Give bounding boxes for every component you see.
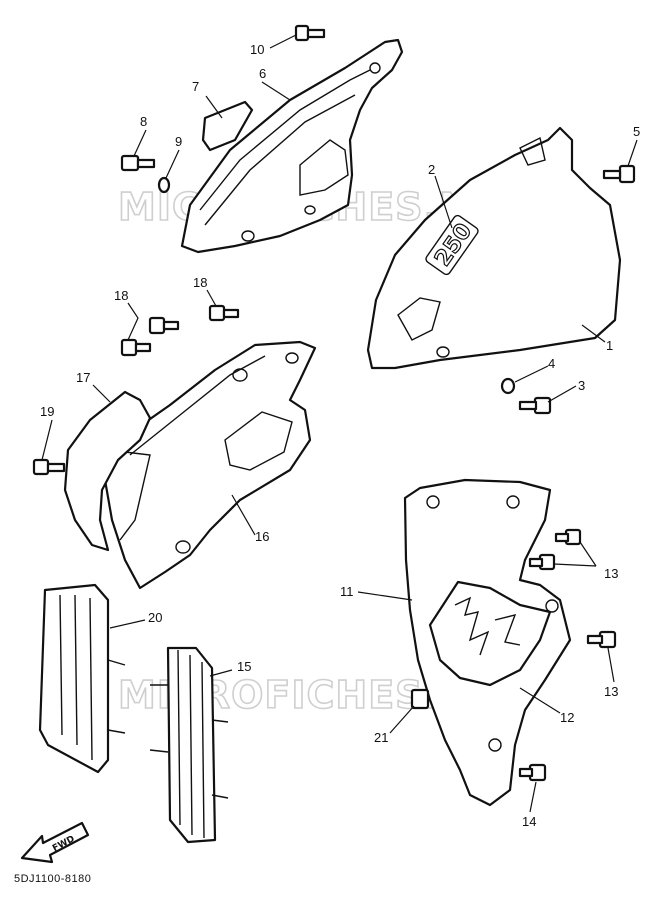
leader-lines bbox=[41, 34, 638, 813]
callout-14: 14 bbox=[522, 814, 536, 829]
callout-3: 3 bbox=[578, 378, 585, 393]
side-cover-left-part[interactable] bbox=[180, 38, 404, 254]
callout-4: 4 bbox=[548, 356, 555, 371]
bolt-part-18-b[interactable] bbox=[120, 338, 152, 357]
bolt-part-19[interactable] bbox=[32, 458, 66, 476]
washer-part-4[interactable] bbox=[500, 377, 516, 395]
radiator-shroud-left-part[interactable] bbox=[103, 340, 317, 590]
callout-6: 6 bbox=[259, 66, 266, 81]
callout-15: 15 bbox=[237, 659, 251, 674]
bolt-part-18-a[interactable] bbox=[148, 316, 180, 335]
bolt-part-13-c[interactable] bbox=[586, 630, 617, 649]
callout-12: 12 bbox=[560, 710, 574, 725]
callout-2: 2 bbox=[428, 162, 435, 177]
callout-13-top: 13 bbox=[604, 566, 618, 581]
callout-9: 9 bbox=[175, 134, 182, 149]
bolt-part-3[interactable] bbox=[518, 396, 552, 415]
callout-1: 1 bbox=[606, 338, 613, 353]
callout-5: 5 bbox=[633, 124, 640, 139]
bolt-part-8[interactable] bbox=[120, 154, 156, 172]
pad-part-7[interactable] bbox=[201, 100, 254, 152]
bolt-part-13-a[interactable] bbox=[554, 528, 582, 546]
callout-16: 16 bbox=[255, 529, 269, 544]
callout-13-bottom: 13 bbox=[604, 684, 618, 699]
clip-part-21[interactable] bbox=[410, 688, 430, 710]
callouts: 10 6 7 8 9 2 5 1 4 3 18 18 17 19 16 11 1… bbox=[40, 42, 640, 829]
callout-17: 17 bbox=[76, 370, 90, 385]
bolt-part-10[interactable] bbox=[294, 24, 326, 42]
callout-10: 10 bbox=[250, 42, 264, 57]
washer-part-9[interactable] bbox=[157, 176, 171, 194]
radiator-louver-part-15[interactable] bbox=[149, 646, 229, 844]
bolt-part-14[interactable] bbox=[518, 763, 547, 782]
callout-20: 20 bbox=[148, 610, 162, 625]
bolt-part-18-c[interactable] bbox=[208, 304, 240, 322]
diagram-code: 5DJ1100-8180 bbox=[14, 873, 92, 885]
callout-18-left: 18 bbox=[114, 288, 128, 303]
bolt-part-5[interactable] bbox=[602, 164, 636, 184]
callout-7: 7 bbox=[192, 79, 199, 94]
fwd-arrow-icon: FWD bbox=[20, 821, 90, 864]
bolt-part-13-b[interactable] bbox=[528, 553, 556, 571]
callout-21: 21 bbox=[374, 730, 388, 745]
callout-11: 11 bbox=[340, 584, 354, 599]
radiator-guard-part-20[interactable] bbox=[38, 583, 126, 774]
callout-18-right: 18 bbox=[193, 275, 207, 290]
inner-panel-part-17[interactable] bbox=[63, 390, 152, 552]
callout-19: 19 bbox=[40, 404, 54, 419]
side-cover-right-part[interactable]: 250 bbox=[366, 126, 622, 370]
callout-8: 8 bbox=[140, 114, 147, 129]
emblem-part-12[interactable] bbox=[428, 580, 552, 687]
